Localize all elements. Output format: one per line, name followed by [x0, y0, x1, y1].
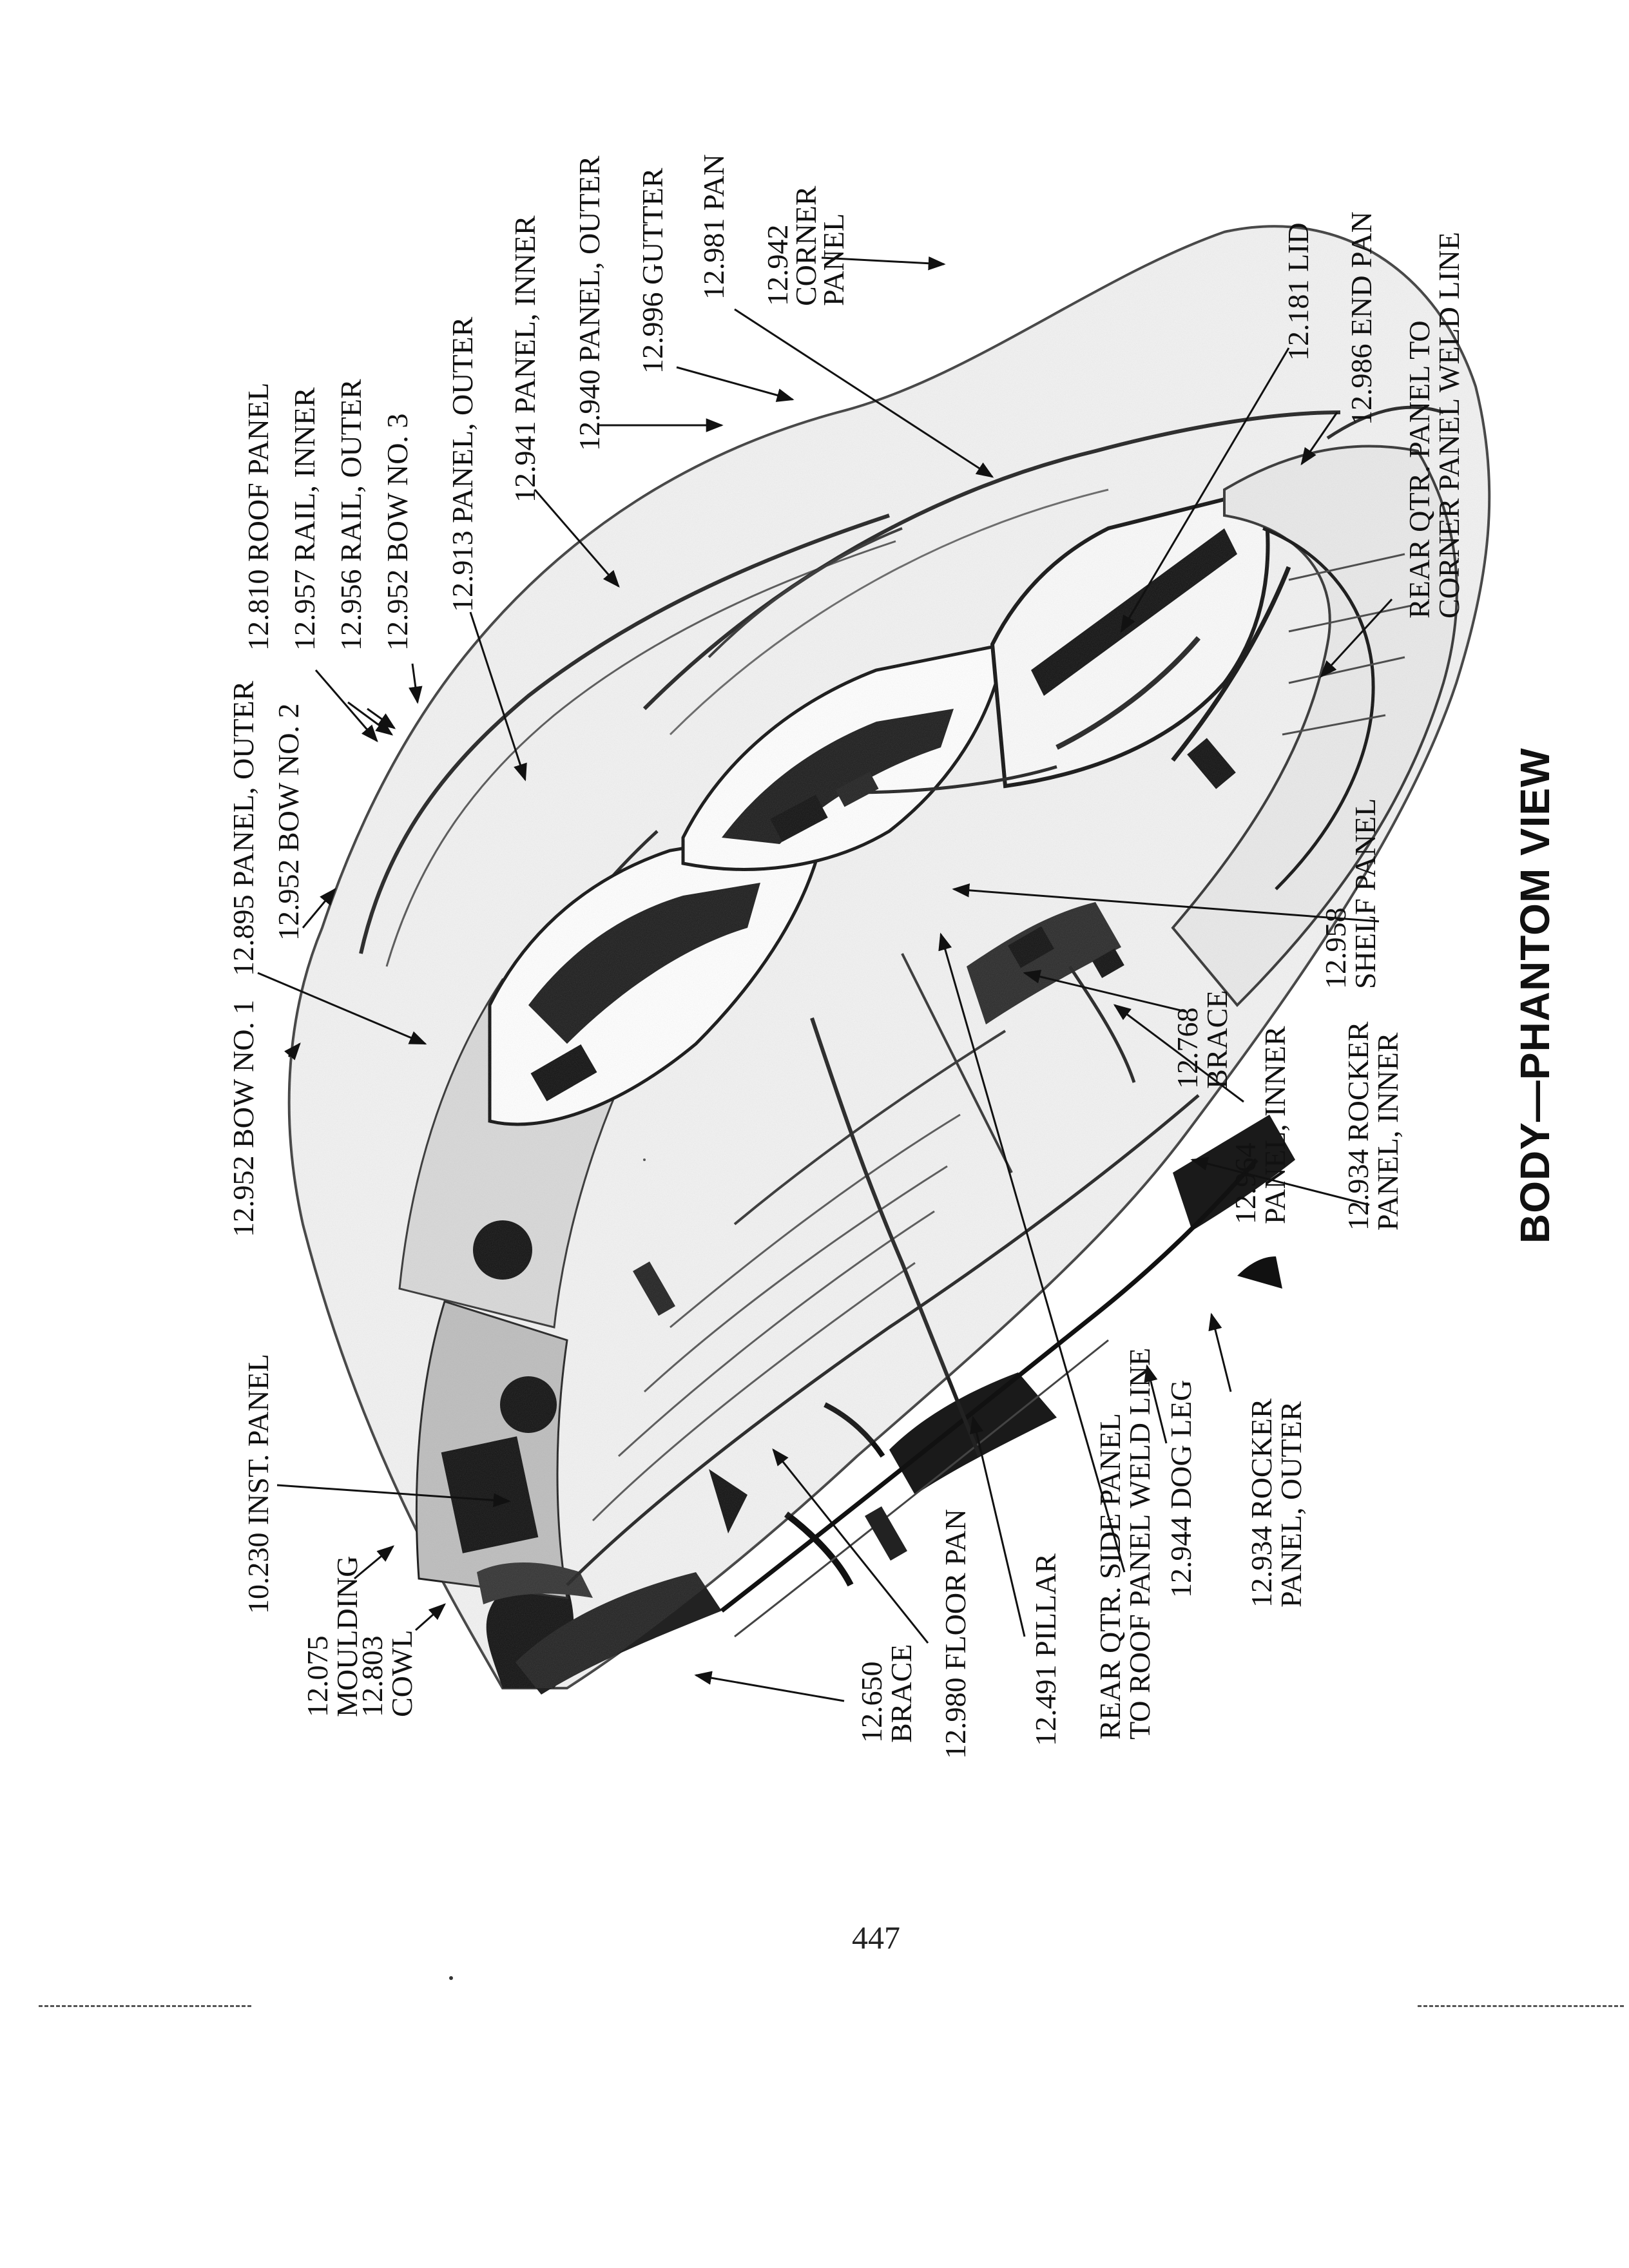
- label-dog-leg: 12.944 DOG LEG: [1164, 1379, 1197, 1598]
- label-shelf-panel: 12.958 SHELF PANEL: [1319, 798, 1382, 989]
- scan-edge-left: [39, 2005, 251, 2007]
- label-lid: 12.181 LID: [1282, 222, 1315, 361]
- leader-lines: [257, 256, 1393, 1702]
- label-moulding: 12.075 MOULDING: [301, 1555, 363, 1717]
- label-panel-outer-940: 12.940 PANEL, OUTER: [573, 155, 606, 451]
- label-cowl: 12.803 COWL: [356, 1629, 418, 1717]
- label-brace-768: 12.768 BRACE: [1171, 990, 1233, 1089]
- label-inst-panel: 10.230 INST. PANEL: [242, 1354, 275, 1614]
- label-roof-panel: 12.810 ROOF PANEL: [242, 382, 275, 651]
- label-panel-outer-913: 12.913 PANEL, OUTER: [446, 316, 479, 612]
- label-floor-pan: 12.980 FLOOR PAN: [939, 1508, 972, 1759]
- label-rear-qtr-roof-weld: REAR QTR. SIDE PANEL TO ROOF PANEL WELD …: [1094, 1347, 1156, 1740]
- label-brace-650: 12.650 BRACE: [855, 1644, 918, 1743]
- label-rail-inner: 12.957 RAIL, INNER: [288, 387, 321, 651]
- label-bow-no-1: 12.952 BOW NO. 1: [227, 999, 260, 1237]
- label-rocker-inner: 12.934 ROCKER PANEL, INNER: [1342, 1021, 1404, 1231]
- label-end-pan: 12.986 END PAN: [1345, 211, 1378, 425]
- label-rocker-outer: 12.934 ROCKER PANEL, OUTER: [1245, 1398, 1307, 1608]
- diagram-title: BODY—PHANTOM VIEW: [1512, 747, 1558, 1244]
- label-gutter: 12.996 GUTTER: [636, 168, 669, 374]
- label-rail-outer: 12.956 RAIL, OUTER: [334, 379, 367, 651]
- label-bow-no-2: 12.952 BOW NO. 2: [272, 703, 305, 941]
- scan-edge-right: [1418, 2005, 1624, 2007]
- label-panel-inner-964: 12.964 PANEL, INNER: [1229, 1026, 1291, 1224]
- label-panel-outer-895: 12.895 PANEL, OUTER: [227, 680, 260, 976]
- label-bow-no-3: 12.952 BOW NO. 3: [381, 413, 414, 651]
- label-panel-inner-941: 12.941 PANEL, INNER: [508, 215, 541, 503]
- label-pan-981: 12.981 PAN: [697, 154, 730, 300]
- page-number: 447: [852, 1919, 900, 1956]
- label-corner-panel: 12.942 CORNER PANEL: [761, 186, 851, 306]
- label-rear-qtr-corner-weld: REAR QTR. PANEL TO CORNER PANEL WELD LIN…: [1403, 231, 1465, 619]
- label-pillar: 12.491 PILLAR: [1029, 1553, 1062, 1746]
